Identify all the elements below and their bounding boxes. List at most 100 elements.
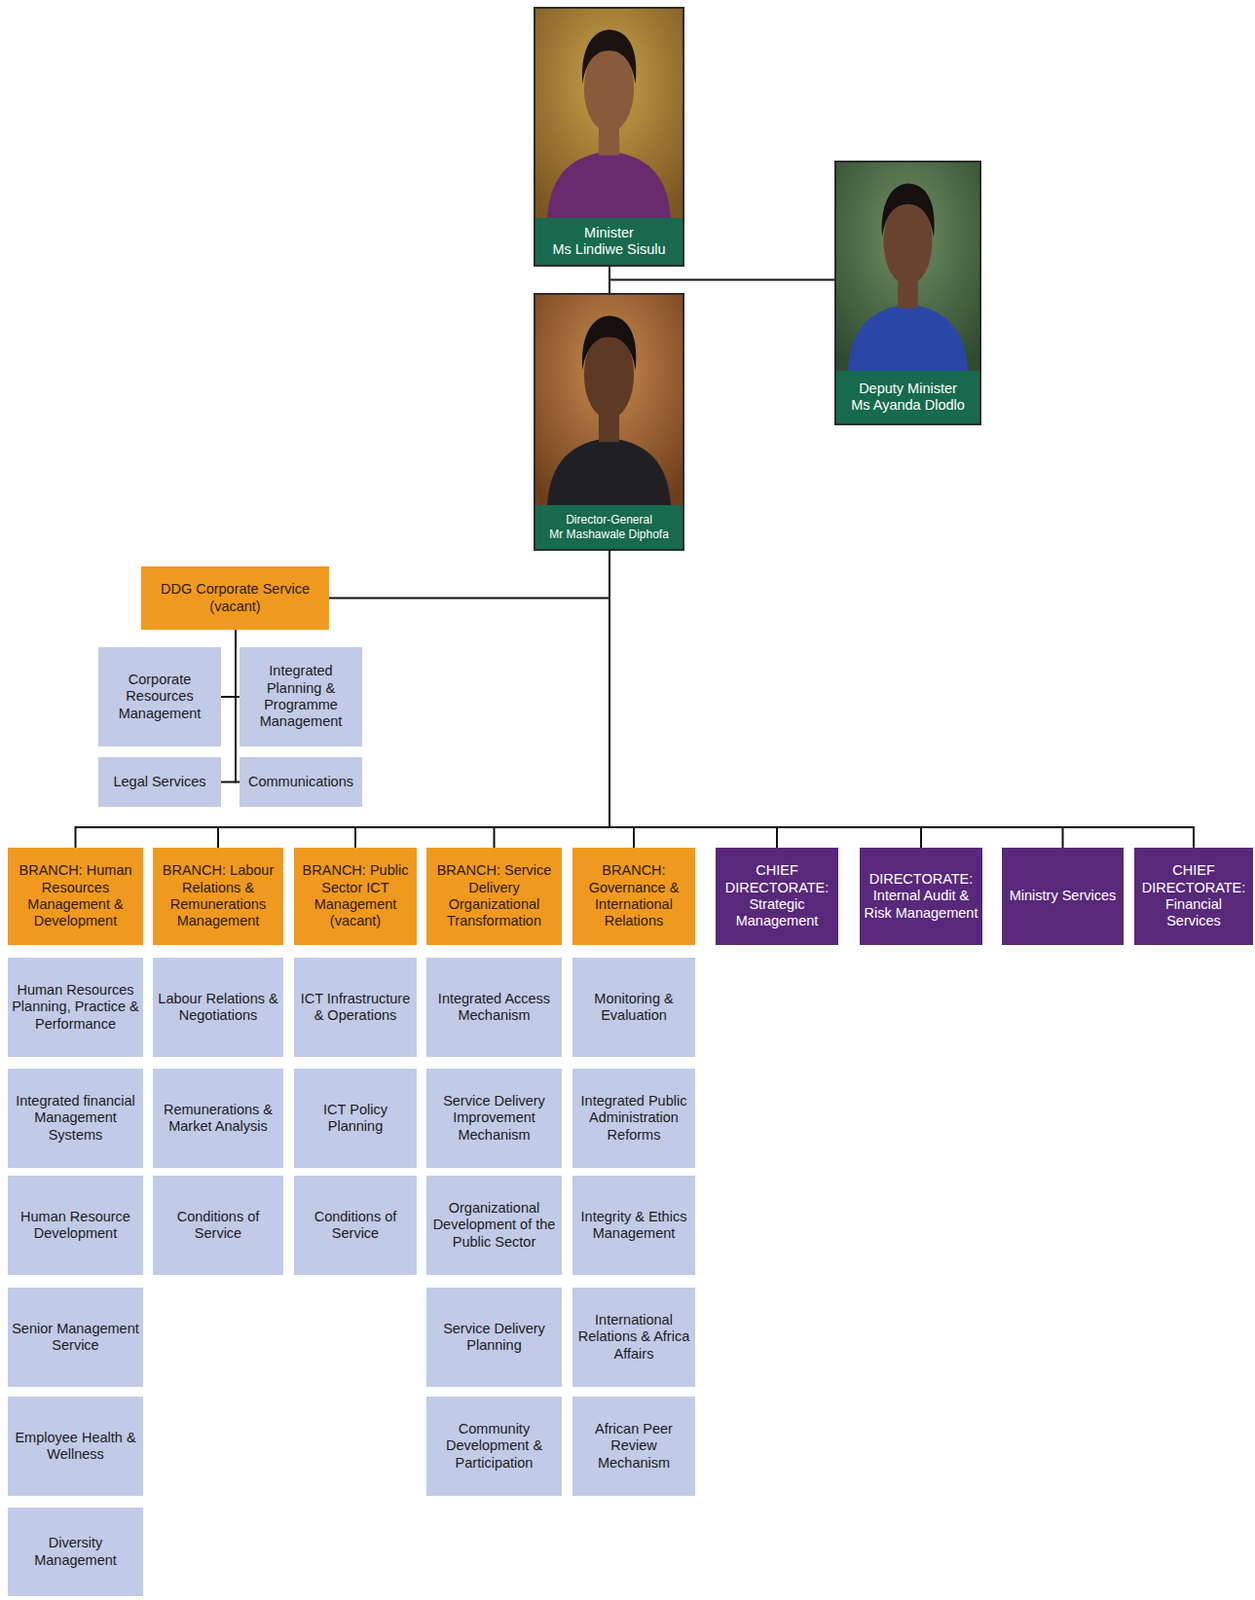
- connector-line: [609, 551, 1194, 849]
- portrait-photo: [535, 8, 683, 219]
- node-text: BRANCH: Labour Relations & Remunerations…: [156, 862, 280, 931]
- branch-box: BRANCH: Public Sector ICT Management (va…: [294, 848, 417, 946]
- unit-box: ICT Infrastructure & Operations: [294, 958, 417, 1058]
- unit-box: Organizational Development of the Public…: [426, 1176, 562, 1276]
- node-text: Community Development & Participation: [430, 1421, 558, 1473]
- node-text: Director-General: [538, 513, 680, 527]
- person-card: MinisterMs Lindiwe Sisulu: [533, 6, 685, 267]
- text-group: Diversity Management: [11, 1535, 140, 1570]
- unit-box: Human Resource Development: [7, 1176, 144, 1276]
- unit-box: Labour Relations & Negotiations: [152, 958, 284, 1058]
- node-text: Deputy Minister: [839, 380, 977, 398]
- node-text: BRANCH: Governance & International Relat…: [576, 862, 692, 931]
- node-text: Integrated Public Administration Reforms: [576, 1093, 692, 1145]
- portrait-photo: [535, 295, 683, 506]
- node-text: International Relations & Africa Affairs: [576, 1312, 692, 1364]
- unit-box: Senior Management Service: [7, 1288, 144, 1388]
- text-group: BRANCH: Governance & International Relat…: [576, 862, 692, 931]
- node-text: Labour Relations & Negotiations: [156, 991, 280, 1026]
- directorate-box: CHIEF DIRECTORATE: Strategic Management: [715, 848, 839, 946]
- connector-line: [221, 629, 236, 698]
- text-group: CHIEF DIRECTORATE: Strategic Management: [719, 862, 835, 931]
- text-group: Organizational Development of the Public…: [430, 1200, 558, 1252]
- connector-line: [75, 551, 611, 849]
- text-group: Monitoring & Evaluation: [576, 991, 692, 1026]
- node-text: ICT Infrastructure & Operations: [297, 991, 413, 1026]
- text-group: BRANCH: Human Resources Management & Dev…: [11, 862, 140, 931]
- text-group: Integrated Access Mechanism: [430, 991, 558, 1026]
- text-group: Human Resources Planning, Practice & Per…: [11, 982, 140, 1034]
- unit-box: Community Development & Participation: [426, 1397, 562, 1497]
- text-group: Ministry Services: [1005, 887, 1120, 905]
- text-group: International Relations & Africa Affairs: [576, 1312, 692, 1364]
- name-band: Deputy MinisterMs Ayanda Dlodlo: [836, 370, 980, 424]
- node-text: Conditions of Service: [297, 1209, 413, 1244]
- unit-box: Integrated Planning & Programme Manageme…: [239, 647, 363, 747]
- node-text: BRANCH: Public Sector ICT Management (va…: [297, 862, 413, 931]
- unit-box: Service Delivery Planning: [426, 1288, 562, 1388]
- node-text: Integrated financial Management Systems: [11, 1093, 140, 1145]
- text-group: BRANCH: Labour Relations & Remunerations…: [156, 862, 280, 931]
- node-text: Ministry Services: [1005, 887, 1120, 905]
- name-band: Director-GeneralMr Mashawale Diphofa: [535, 505, 683, 550]
- node-text: Service Delivery Planning: [430, 1321, 558, 1356]
- connector-line: [494, 551, 611, 849]
- unit-box: International Relations & Africa Affairs: [572, 1288, 696, 1388]
- node-text: DIRECTORATE: Internal Audit & Risk Manag…: [863, 871, 979, 923]
- text-group: Integrated Planning & Programme Manageme…: [243, 663, 359, 732]
- node-text: Organizational Development of the Public…: [430, 1200, 558, 1252]
- branch-box: BRANCH: Human Resources Management & Dev…: [7, 848, 144, 946]
- node-text: Mr Mashawale Diphofa: [538, 527, 680, 542]
- connector-line: [608, 266, 611, 294]
- node-text: Corporate Resources Management: [102, 671, 218, 723]
- connector-line: [609, 551, 1064, 849]
- node-text: Service Delivery Improvement Mechanism: [430, 1093, 558, 1145]
- unit-box: Integrated Public Administration Reforms: [572, 1069, 696, 1169]
- text-group: DIRECTORATE: Internal Audit & Risk Manag…: [863, 871, 979, 923]
- node-text: Legal Services: [102, 774, 218, 791]
- text-group: CHIEF DIRECTORATE: Financial Services: [1138, 862, 1250, 931]
- unit-box: Monitoring & Evaluation: [572, 958, 696, 1058]
- node-text: Employee Health & Wellness: [11, 1430, 140, 1465]
- connector-line: [609, 551, 634, 849]
- connector-line: [221, 629, 236, 783]
- portrait-photo: [836, 162, 980, 371]
- unit-box: Integrity & Ethics Management: [572, 1176, 696, 1276]
- node-text: Communications: [243, 774, 359, 791]
- node-text: Minister: [538, 224, 680, 242]
- text-group: Conditions of Service: [156, 1209, 280, 1244]
- connector-line: [355, 551, 610, 849]
- unit-box: Diversity Management: [7, 1508, 144, 1597]
- text-group: DDG Corporate Service (vacant): [145, 581, 326, 616]
- text-group: ICT Infrastructure & Operations: [297, 991, 413, 1026]
- person-card: Director-GeneralMr Mashawale Diphofa: [533, 293, 685, 552]
- directorate-box: CHIEF DIRECTORATE: Financial Services: [1134, 848, 1254, 946]
- unit-box: Integrated financial Management Systems: [7, 1069, 144, 1169]
- text-group: Director-GeneralMr Mashawale Diphofa: [538, 513, 680, 542]
- connector-line: [609, 551, 922, 849]
- text-group: Labour Relations & Negotiations: [156, 991, 280, 1026]
- person-card: Deputy MinisterMs Ayanda Dlodlo: [834, 160, 982, 426]
- node-text: Ms Lindiwe Sisulu: [538, 241, 680, 259]
- name-band: MinisterMs Lindiwe Sisulu: [535, 218, 683, 265]
- text-group: BRANCH: Service Delivery Organizational …: [430, 862, 558, 931]
- node-text: Human Resources Planning, Practice & Per…: [11, 982, 140, 1034]
- node-text: Human Resource Development: [11, 1209, 140, 1244]
- text-group: Integrity & Ethics Management: [576, 1209, 692, 1244]
- text-group: Integrated financial Management Systems: [11, 1093, 140, 1145]
- node-text: Integrated Planning & Programme Manageme…: [243, 663, 359, 732]
- branch-box: BRANCH: Governance & International Relat…: [572, 848, 696, 946]
- unit-box: Integrated Access Mechanism: [426, 958, 562, 1058]
- text-group: Senior Management Service: [11, 1321, 140, 1356]
- node-text: ICT Policy Planning: [297, 1102, 413, 1137]
- text-group: BRANCH: Public Sector ICT Management (va…: [297, 862, 413, 931]
- node-text: Ms Ayanda Dlodlo: [839, 397, 977, 414]
- unit-box: Employee Health & Wellness: [7, 1397, 144, 1497]
- node-text: BRANCH: Human Resources Management & Dev…: [11, 862, 140, 931]
- text-group: Service Delivery Improvement Mechanism: [430, 1093, 558, 1145]
- unit-box: Service Delivery Improvement Mechanism: [426, 1069, 562, 1169]
- text-group: Community Development & Participation: [430, 1421, 558, 1473]
- text-group: Corporate Resources Management: [102, 671, 218, 723]
- unit-box: Human Resources Planning, Practice & Per…: [7, 958, 144, 1058]
- text-group: Legal Services: [102, 774, 218, 791]
